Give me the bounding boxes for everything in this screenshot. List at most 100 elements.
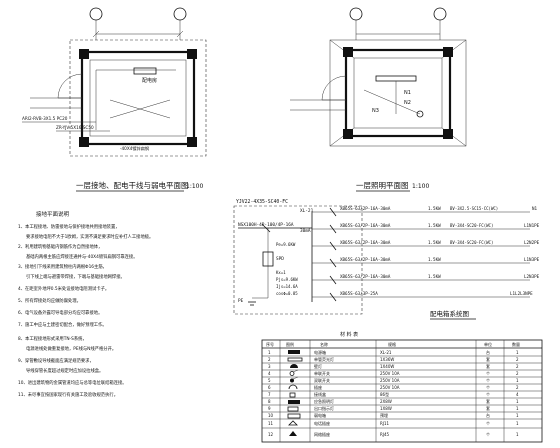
load-param: Pjs=9.6KW (276, 277, 298, 282)
svg-text:XL-21: XL-21 (380, 350, 392, 355)
axis-bubble (173, 7, 187, 21)
table-title: 材 料 表 (340, 331, 358, 338)
plan-note: ZR-YJV-5X16 SC50 (56, 125, 94, 130)
axis-bubble (349, 7, 363, 21)
svg-text:台: 台 (486, 349, 490, 355)
column (443, 47, 453, 57)
spd-label: SPD (276, 256, 284, 262)
svg-text:1X40W: 1X40W (380, 364, 394, 369)
branch-circuit: XB65S-63/2P-16A-30mA 1.5KW BV-3X4-SC20-F… (312, 240, 540, 251)
svg-text:250V 10A: 250V 10A (380, 385, 400, 390)
svg-text:网络插座: 网络插座 (314, 431, 330, 437)
branch-circuit-id: L1N3PE (524, 257, 540, 262)
table-header: 序号 (266, 341, 274, 347)
table-row: 9 出口指示灯 1X8W 套 1 (262, 405, 542, 413)
svg-text:插座: 插座 (314, 384, 322, 390)
door-swing (321, 75, 347, 101)
main-breaker-symbol (261, 223, 271, 233)
svg-text:2: 2 (516, 385, 519, 390)
svg-text:个: 个 (486, 378, 490, 383)
table-row: 1 电源箱 XL-21 台 1 (262, 349, 542, 357)
plan-title: 一层照明平面图 (356, 181, 409, 190)
svg-text:双联开关: 双联开关 (314, 377, 330, 383)
phone-jack-icon (288, 420, 298, 426)
exit-sign-icon (287, 406, 299, 412)
svg-text:4: 4 (516, 392, 519, 397)
emergency-lamp-icon (288, 400, 300, 404)
panel-icon (288, 350, 300, 354)
axis-bubble (89, 7, 103, 21)
panel-box (133, 67, 157, 75)
svg-text:电话插座: 电话插座 (314, 420, 330, 426)
table-row: 3 壁灯 1X40W 套 2 (262, 363, 542, 371)
column (443, 129, 453, 139)
room-label: 配电房 (142, 77, 157, 84)
svg-text:250V 10A: 250V 10A (380, 371, 400, 376)
breaker-symbol (329, 292, 337, 302)
breaker-symbol (329, 207, 337, 217)
svg-text:2X8W: 2X8W (380, 399, 392, 404)
room-outline (80, 50, 196, 146)
svg-text:预埋: 预埋 (380, 412, 388, 418)
column (187, 49, 197, 59)
branch-power: 1.5KW (428, 240, 441, 245)
double-switch-icon (290, 378, 294, 383)
note-line: 基础内两根主筋应焊接连通并与-40X4镀锌扁钢可靠连接。 (26, 253, 138, 260)
branch-cable: BV-3X4-SC20-FC(WC) (450, 223, 493, 228)
fluorescent-lamp-icon (287, 357, 303, 362)
svg-text:8: 8 (268, 399, 271, 404)
note-line: 引下线上端与避雷带焊接，下端与基础接地网焊接。 (26, 273, 125, 280)
branch-breaker: XB65S-63/2P-16A-30mA (340, 257, 391, 262)
branch-circuit-id: L1N1PE (524, 223, 540, 228)
branch-circuit: XB65S-63/2P-16A-30mA 1.5KW BV-3X2.5-SC15… (312, 206, 538, 217)
branch-breaker: XB65S-63/3P-25A (340, 291, 378, 296)
panel-enclosure (233, 205, 363, 315)
svg-text:1: 1 (268, 350, 271, 355)
column (187, 137, 197, 147)
svg-text:1: 1 (516, 350, 519, 355)
svg-text:3: 3 (268, 364, 271, 369)
table-header: 数量 (512, 341, 520, 347)
branch-breaker: XB65S-63/2P-16A-30mA (340, 240, 391, 245)
lamp-symbol (416, 110, 424, 118)
svg-text:单管荧光灯: 单管荧光灯 (314, 356, 334, 362)
svg-text:RJ11: RJ11 (380, 421, 390, 426)
system-caption: 配电箱系统图 (430, 309, 469, 318)
branch-power: 1.5KW (428, 274, 441, 279)
column (343, 129, 353, 139)
svg-text:12: 12 (268, 432, 274, 437)
table-header: 单位 (484, 341, 492, 347)
spd-symbol (262, 251, 274, 267)
svg-text:RJ45: RJ45 (380, 432, 390, 437)
svg-text:1: 1 (516, 413, 519, 418)
note-line: 8、本工程接地形式采用TN-S系统， (18, 335, 87, 342)
note-line: 11、未尽事宜按国家现行有关施工及验收规范执行。 (18, 391, 118, 398)
distribution-system-diagram: YJV22-4X35-SC40-FC NSX100H-4P-100/4P-16A… (233, 199, 540, 320)
svg-text:5: 5 (268, 378, 271, 383)
svg-text:套: 套 (486, 363, 490, 369)
svg-text:1: 1 (516, 378, 519, 383)
load-param: Pe=9.6KW (276, 242, 296, 247)
table-row: 6 插座 250V 10A 个 2 (262, 384, 542, 392)
svg-text:6: 6 (268, 385, 271, 390)
svg-text:个: 个 (486, 385, 490, 390)
circuit-label: N3 (372, 108, 379, 114)
table-row: 2 单管荧光灯 1X36W 套 2 (262, 356, 542, 364)
note-line: 3、接地引下线采用建筑物柱内两根Φ16主筋， (18, 263, 107, 270)
note-line: 要求接地电阻不大于1欧姆，实测不满足要求时应补打人工接地极。 (26, 233, 153, 240)
junction-box-icon (289, 392, 296, 398)
circuit-label: N1 (404, 90, 411, 96)
note-line: 导线穿管长度超过规定时应加设拉线盒。 (26, 367, 103, 374)
svg-text:9: 9 (268, 406, 271, 411)
svg-text:套: 套 (486, 398, 490, 404)
ground-label: PE (238, 298, 244, 304)
material-table: 材 料 表 序号 图例 名称 规格 单位 数量 1 电源箱 XL-21 台 1 … (261, 331, 543, 443)
wall-lamp-icon (290, 364, 298, 368)
column (343, 47, 353, 57)
note-line: 9、穿管敷设导线截面应满足规范要求， (18, 357, 94, 364)
branch-breaker: XB65S-63/2P-16A-30mA (340, 274, 391, 279)
table-row: 8 应急照明灯 2X8W 套 1 (262, 398, 542, 406)
weak-current-box-icon (287, 413, 301, 419)
svg-text:接线盒: 接线盒 (314, 391, 326, 397)
table-header: 名称 (320, 341, 328, 347)
